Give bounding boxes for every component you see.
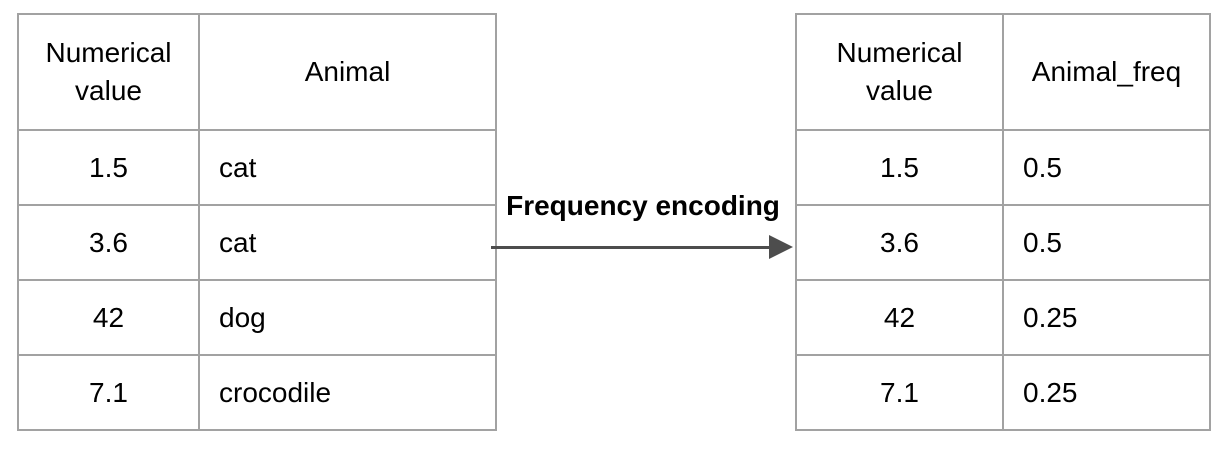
cell-animal: cat	[198, 204, 497, 281]
cell-numerical-value: 7.1	[17, 354, 200, 431]
table-row: 3.6 0.5	[795, 204, 1211, 281]
cell-numerical-value: 1.5	[17, 129, 200, 206]
table-row: 42 dog	[17, 279, 497, 356]
encoded-data-table: Numerical value Animal_freq 1.5 0.5 3.6 …	[795, 13, 1211, 431]
cell-numerical-value: 7.1	[795, 354, 1004, 431]
table-header-row: Numerical value Animal_freq	[795, 13, 1211, 131]
cell-numerical-value: 1.5	[795, 129, 1004, 206]
table-row: 1.5 0.5	[795, 129, 1211, 206]
column-header-label: Numerical value	[836, 37, 963, 106]
table-row: 7.1 0.25	[795, 354, 1211, 431]
table-row: 3.6 cat	[17, 204, 497, 281]
table-header-row: Numerical value Animal	[17, 13, 497, 131]
column-header-numerical-value: Numerical value	[795, 13, 1004, 131]
cell-animal-freq: 0.25	[1002, 354, 1211, 431]
original-data-table: Numerical value Animal 1.5 cat 3.6 cat 4…	[17, 13, 497, 431]
cell-animal: dog	[198, 279, 497, 356]
cell-animal: cat	[198, 129, 497, 206]
transform-label: Frequency encoding	[506, 190, 780, 221]
column-header-animal-freq: Animal_freq	[1002, 13, 1211, 131]
cell-animal: crocodile	[198, 354, 497, 431]
table-row: 42 0.25	[795, 279, 1211, 356]
cell-numerical-value: 42	[17, 279, 200, 356]
column-header-label: Animal	[304, 56, 391, 88]
column-header-numerical-value: Numerical value	[17, 13, 200, 131]
column-header-label: Numerical value	[45, 37, 172, 106]
cell-numerical-value: 3.6	[795, 204, 1004, 281]
column-header-animal: Animal	[198, 13, 497, 131]
table-row: 1.5 cat	[17, 129, 497, 206]
cell-numerical-value: 42	[795, 279, 1004, 356]
arrow-right-head-icon	[769, 235, 793, 259]
cell-animal-freq: 0.5	[1002, 204, 1211, 281]
table-row: 7.1 crocodile	[17, 354, 497, 431]
cell-animal-freq: 0.5	[1002, 129, 1211, 206]
arrow-right-icon	[491, 246, 771, 249]
cell-animal-freq: 0.25	[1002, 279, 1211, 356]
column-header-label: Animal_freq	[1031, 56, 1182, 88]
cell-numerical-value: 3.6	[17, 204, 200, 281]
